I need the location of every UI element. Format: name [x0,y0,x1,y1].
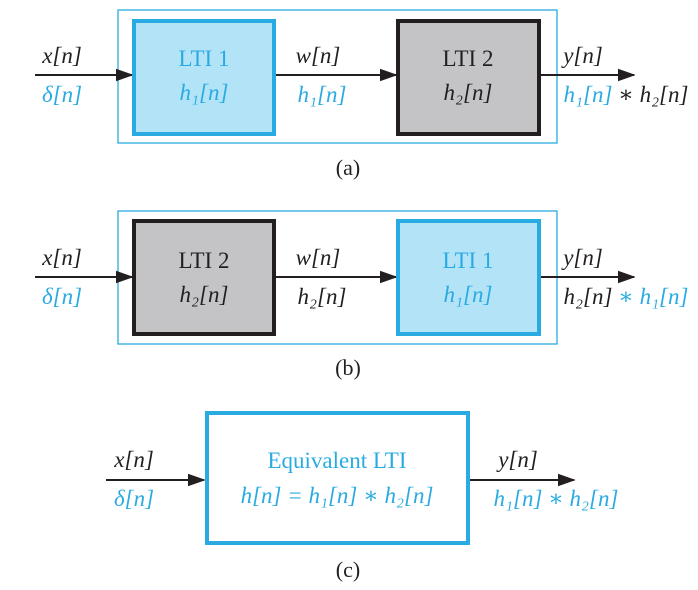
panel-c-input-impulse: δ[n] [114,486,154,511]
panel-c-output-response: h₁[n] ∗ h₂[n] [494,486,619,511]
panel-b-middle-signal: w[n] [296,245,341,270]
panel-b-caption: (b) [335,355,361,380]
panel-a-block-lti2-title: LTI 2 [443,46,494,71]
panel-a-input-signal: x[n] [41,43,82,68]
panel-a-output-signal: y[n] [561,43,603,68]
panel-b-input-signal: x[n] [41,245,82,270]
panel-a-block-lti1 [132,19,276,136]
panel-a-caption: (a) [336,155,360,180]
panel-b: x[n] δ[n] LTI 2 h₂[n] w[n] h₂[n] LTI 1 h… [35,210,689,380]
panel-a: x[n] δ[n] LTI 1 h₁[n] w[n] h₁[n] LTI 2 h… [35,9,689,180]
panel-b-block-lti2 [132,219,276,336]
panel-b-output-response: h₂[n] ∗ h₁[n] [564,284,689,309]
panel-a-block-lti1-title: LTI 1 [179,46,230,71]
panel-a-middle-response: h₁[n] [298,82,347,107]
panel-c-block-response: h[n] = h₁[n] ∗ h₂[n] [241,483,434,508]
panel-b-middle-response: h₂[n] [298,284,347,309]
panel-b-block-lti1-title: LTI 1 [443,248,494,273]
panel-b-block-lti2-response: h₂[n] [180,282,229,307]
panel-b-output-signal: y[n] [561,245,603,270]
panel-a-block-lti1-response: h₁[n] [180,80,229,105]
panel-c-caption: (c) [336,557,360,582]
panel-b-block-lti2-title: LTI 2 [179,248,230,273]
panel-b-input-impulse: δ[n] [42,284,82,309]
panel-a-block-lti2 [396,19,541,136]
panel-c: x[n] δ[n] Equivalent LTI h[n] = h₁[n] ∗ … [106,411,619,582]
panel-a-input-impulse: δ[n] [42,82,82,107]
panel-a-middle-signal: w[n] [296,43,341,68]
panel-c-input-signal: x[n] [113,447,154,472]
panel-a-block-lti2-response: h₂[n] [444,80,493,105]
panel-b-block-lti1-response: h₁[n] [444,282,493,307]
panel-c-block-equivalent-lti [205,411,470,545]
panel-b-block-lti1 [396,219,541,336]
panel-c-block-title: Equivalent LTI [267,448,406,473]
panel-c-output-signal: y[n] [496,447,538,472]
panel-a-output-response: h₁[n] ∗ h₂[n] [564,82,689,107]
